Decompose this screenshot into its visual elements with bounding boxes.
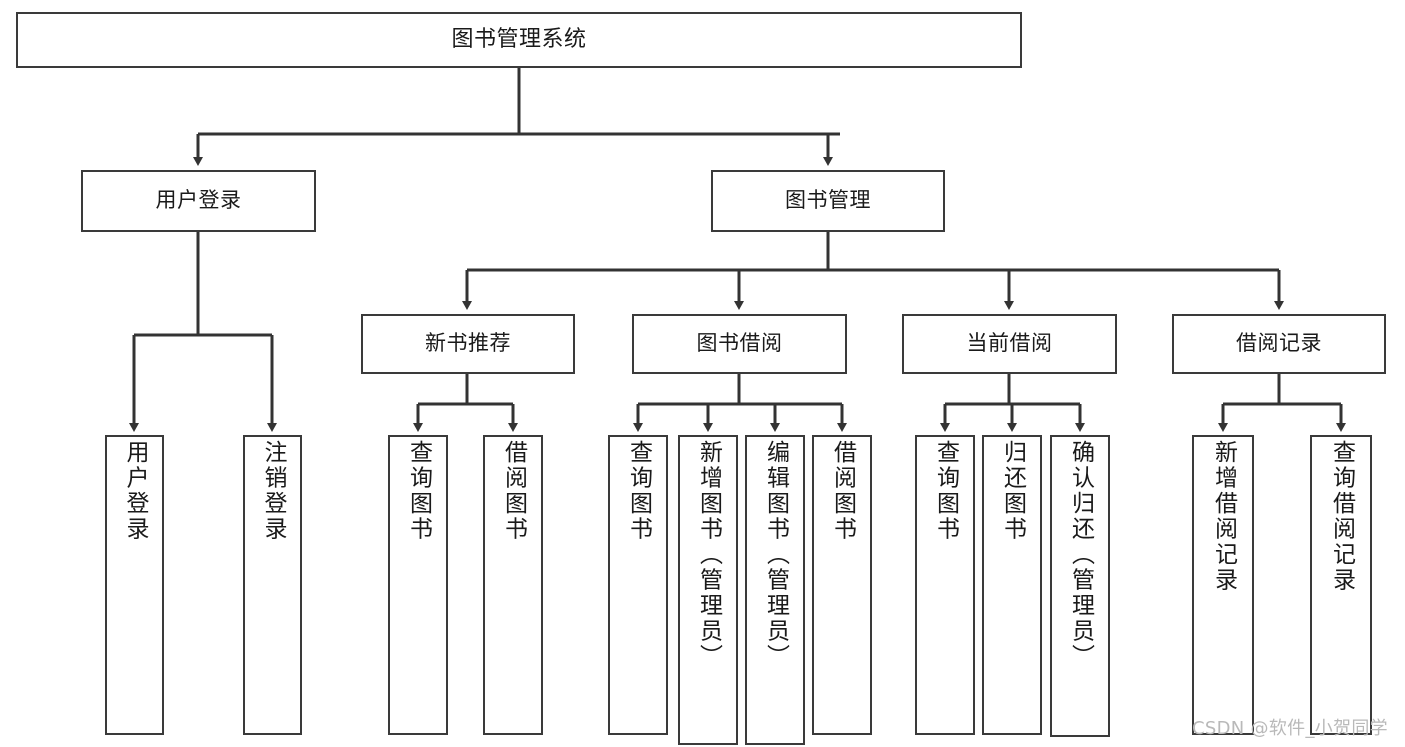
node-leaf-query-book-3[interactable]: 查询图书 [915, 435, 975, 735]
node-current-borrow-label: 当前借阅 [966, 331, 1053, 356]
node-leaf-borrow-book-2-label: 借阅图书 [829, 440, 856, 542]
node-leaf-user-logout[interactable]: 注销登录 [243, 435, 302, 735]
node-root[interactable]: 图书管理系统 [16, 12, 1022, 68]
node-leaf-query-record-label: 查询借阅记录 [1328, 440, 1355, 593]
node-leaf-query-book-2-label: 查询图书 [625, 440, 652, 542]
node-leaf-edit-book[interactable]: 编辑图书（管理员） [745, 435, 805, 745]
node-leaf-confirm-return[interactable]: 确认归还（管理员） [1050, 435, 1110, 737]
node-new-book-recommend[interactable]: 新书推荐 [361, 314, 575, 374]
node-current-borrow[interactable]: 当前借阅 [902, 314, 1117, 374]
node-leaf-add-book-label: 新增图书（管理员） [695, 440, 722, 670]
node-leaf-query-book-3-label: 查询图书 [932, 440, 959, 542]
node-book-management[interactable]: 图书管理 [711, 170, 945, 232]
node-user-login-label: 用户登录 [155, 188, 242, 213]
node-leaf-borrow-book-2[interactable]: 借阅图书 [812, 435, 872, 735]
node-leaf-add-record-label: 新增借阅记录 [1210, 440, 1237, 593]
node-leaf-add-record[interactable]: 新增借阅记录 [1192, 435, 1254, 735]
node-leaf-query-book-1-label: 查询图书 [405, 440, 432, 542]
node-user-login[interactable]: 用户登录 [81, 170, 316, 232]
node-leaf-borrow-book-1-label: 借阅图书 [500, 440, 527, 542]
node-leaf-edit-book-label: 编辑图书（管理员） [762, 440, 789, 670]
node-leaf-return-book-label: 归还图书 [999, 440, 1026, 542]
node-leaf-confirm-return-label: 确认归还（管理员） [1067, 440, 1094, 670]
node-leaf-query-book-1[interactable]: 查询图书 [388, 435, 448, 735]
node-leaf-query-record[interactable]: 查询借阅记录 [1310, 435, 1372, 735]
node-root-label: 图书管理系统 [451, 26, 587, 52]
node-leaf-borrow-book-1[interactable]: 借阅图书 [483, 435, 543, 735]
node-book-management-label: 图书管理 [785, 188, 871, 213]
node-book-borrow-label: 图书借阅 [696, 331, 783, 356]
node-leaf-user-logout-label: 注销登录 [260, 440, 286, 542]
node-leaf-return-book[interactable]: 归还图书 [982, 435, 1042, 735]
node-borrow-record-label: 借阅记录 [1236, 331, 1322, 356]
node-leaf-add-book[interactable]: 新增图书（管理员） [678, 435, 738, 745]
node-borrow-record[interactable]: 借阅记录 [1172, 314, 1386, 374]
node-new-book-recommend-label: 新书推荐 [425, 331, 511, 356]
node-book-borrow[interactable]: 图书借阅 [632, 314, 847, 374]
node-leaf-query-book-2[interactable]: 查询图书 [608, 435, 668, 735]
node-leaf-user-login-label: 用户登录 [122, 440, 148, 542]
node-leaf-user-login[interactable]: 用户登录 [105, 435, 164, 735]
